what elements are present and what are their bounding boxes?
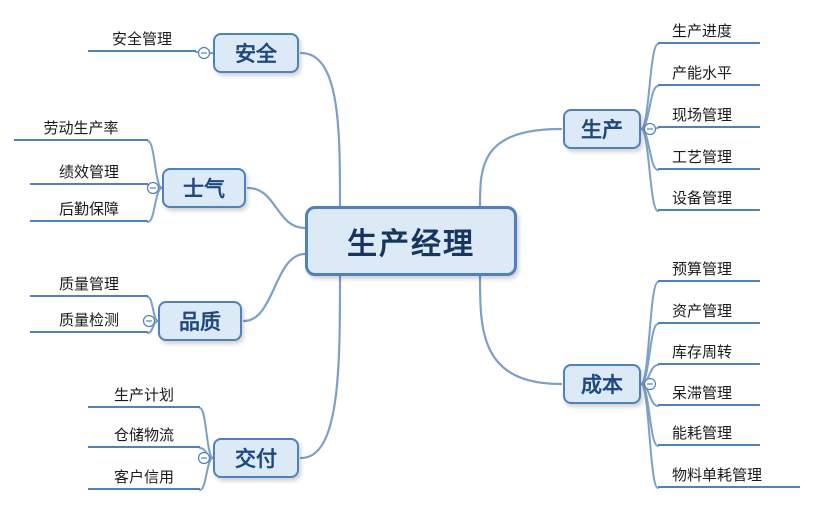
collapse-toggle-icon[interactable]	[142, 314, 156, 328]
subtopic-delivery-2[interactable]: 客户信用	[88, 466, 200, 490]
subtopic-delivery-0[interactable]: 生产计划	[88, 384, 200, 408]
collapse-toggle-icon[interactable]	[643, 377, 657, 391]
collapse-toggle-icon[interactable]	[643, 122, 657, 136]
connector-line	[478, 274, 563, 386]
subtopic-safety-0[interactable]: 安全管理	[88, 28, 196, 52]
collapse-toggle-icon[interactable]	[197, 451, 211, 465]
subtopic-cost-0[interactable]: 预算管理	[658, 258, 760, 282]
subtopic-morale-0[interactable]: 劳动生产率	[14, 117, 148, 141]
subtopic-morale-2[interactable]: 后勤保障	[30, 198, 148, 222]
subtopic-cost-2[interactable]: 库存周转	[658, 341, 760, 365]
subtopic-cost-5[interactable]: 物料单耗管理	[658, 464, 800, 488]
connector-line	[147, 140, 163, 189]
subtopic-production-1[interactable]: 产能水平	[658, 62, 760, 86]
topic-cost[interactable]: 成本	[563, 364, 641, 404]
subtopic-quality-0[interactable]: 质量管理	[30, 273, 148, 297]
connector-line	[640, 281, 659, 385]
topic-safety[interactable]: 安全	[213, 33, 299, 73]
connector-line	[199, 457, 214, 491]
connector-line	[199, 407, 214, 459]
subtopic-production-2[interactable]: 现场管理	[658, 104, 760, 128]
connector-line	[246, 186, 307, 230]
collapse-toggle-icon[interactable]	[197, 46, 211, 60]
central-topic[interactable]: 生产经理	[305, 206, 517, 276]
subtopic-production-3[interactable]: 工艺管理	[658, 146, 760, 170]
topic-production[interactable]: 生产	[563, 109, 641, 149]
topic-quality[interactable]: 品质	[158, 301, 242, 341]
collapse-toggle-icon[interactable]	[146, 181, 160, 195]
connector-line	[147, 187, 163, 223]
subtopic-production-0[interactable]: 生产进度	[658, 20, 760, 44]
topic-delivery[interactable]: 交付	[213, 438, 299, 478]
connector-line	[299, 51, 342, 208]
subtopic-cost-3[interactable]: 呆滞管理	[658, 382, 760, 406]
connector-line	[299, 274, 342, 460]
subtopic-delivery-1[interactable]: 仓储物流	[88, 424, 200, 448]
connector-line	[478, 127, 563, 208]
connector-line	[640, 383, 659, 489]
subtopic-production-4[interactable]: 设备管理	[658, 187, 760, 211]
subtopic-morale-1[interactable]: 绩效管理	[30, 161, 148, 185]
subtopic-cost-1[interactable]: 资产管理	[658, 300, 760, 324]
connector-line	[242, 252, 307, 323]
topic-morale[interactable]: 士气	[162, 168, 246, 208]
connector-line	[147, 320, 159, 334]
connector-line	[640, 85, 659, 130]
subtopic-quality-1[interactable]: 质量检测	[30, 309, 148, 333]
subtopic-cost-4[interactable]: 能耗管理	[658, 422, 760, 446]
connector-line	[640, 128, 659, 212]
